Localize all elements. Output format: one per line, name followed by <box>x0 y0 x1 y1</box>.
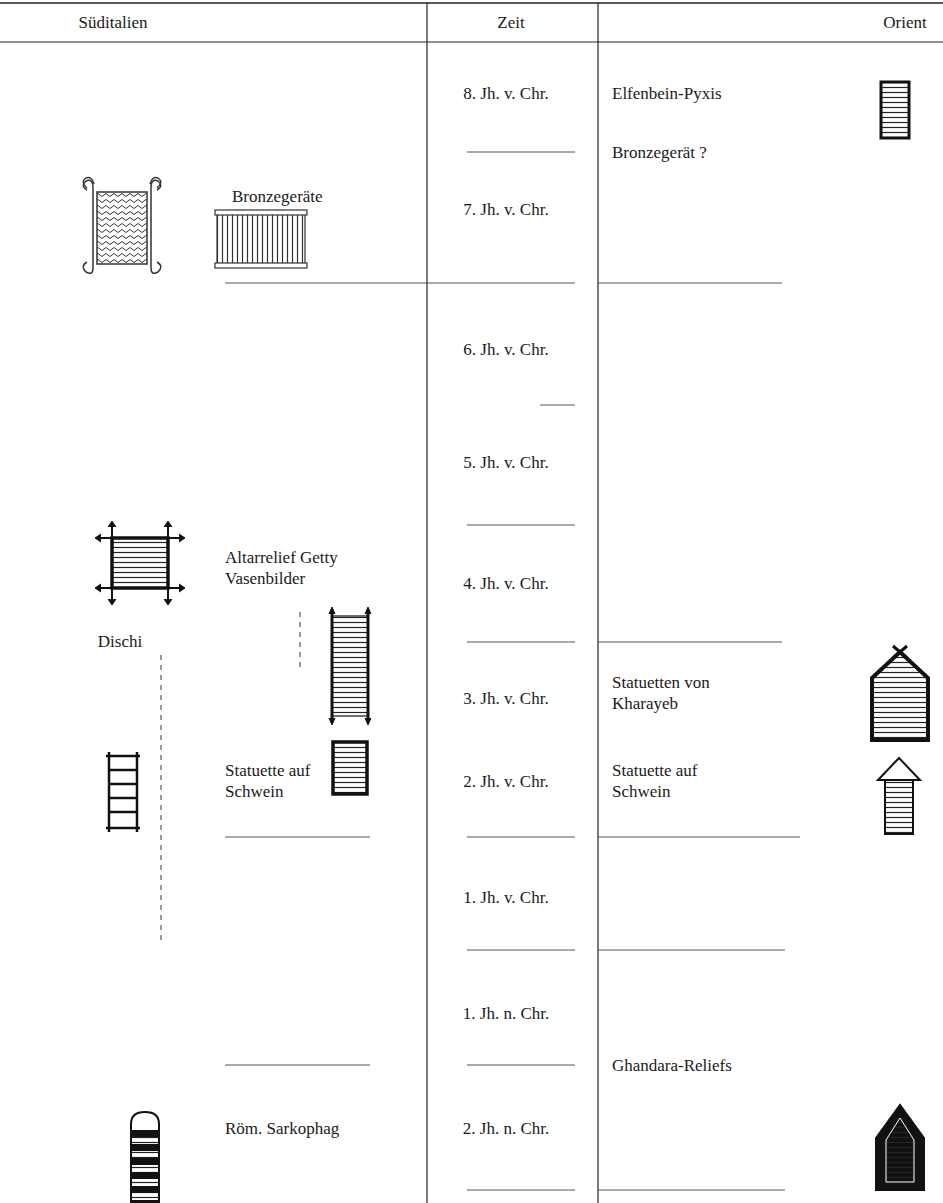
object-label: Statuette auf Schwein <box>225 760 315 802</box>
bronze-grille-icon <box>215 210 307 268</box>
time-separators <box>225 152 800 1190</box>
range-line <box>161 655 162 945</box>
time-label: 2. Jh. v. Chr. <box>463 771 548 792</box>
altar-frame-icon <box>95 521 185 605</box>
object-label: Vasenbilder <box>225 568 305 589</box>
statuette-icon <box>333 742 367 794</box>
kharayeb-house-icon <box>872 646 928 740</box>
time-label: 7. Jh. v. Chr. <box>463 199 548 220</box>
column-line <box>597 3 598 1203</box>
range-line <box>300 612 301 672</box>
sarcophagus-icon <box>131 1112 159 1203</box>
top-rule <box>0 2 943 4</box>
dischi-ladder-icon <box>106 752 140 832</box>
time-label: 3. Jh. v. Chr. <box>463 688 548 709</box>
object-label: Dischi <box>98 631 142 652</box>
object-label: Statuetten von Kharayeb <box>612 672 727 714</box>
time-label: 4. Jh. v. Chr. <box>463 573 548 594</box>
time-label: 8. Jh. v. Chr. <box>463 83 548 104</box>
object-label: Bronzegerät ? <box>612 142 707 163</box>
object-label: Elfenbein-Pyxis <box>612 83 722 104</box>
time-label: 1. Jh. n. Chr. <box>463 1003 549 1024</box>
object-label: Bronzegeräte <box>232 186 323 207</box>
time-label: 2. Jh. n. Chr. <box>463 1118 549 1139</box>
time-label: 1. Jh. v. Chr. <box>463 887 548 908</box>
column-header: Orient <box>883 12 926 33</box>
column-header: Süditalien <box>79 12 148 33</box>
header-rule <box>0 41 943 42</box>
object-label: Statuette auf Schwein <box>612 760 702 802</box>
object-label: Röm. Sarkophag <box>225 1118 339 1139</box>
time-label: 5. Jh. v. Chr. <box>463 452 548 473</box>
ladder-icon <box>329 607 371 725</box>
statuette-arrow-icon <box>878 758 920 834</box>
object-label: Ghandara-Reliefs <box>612 1055 732 1076</box>
ghandara-house-icon <box>876 1105 924 1190</box>
time-label: 6. Jh. v. Chr. <box>463 339 548 360</box>
object-label: Altarrelief Getty <box>225 547 338 568</box>
pyxis-icon <box>881 82 909 138</box>
column-line <box>426 3 427 1203</box>
column-header: Zeit <box>497 12 524 33</box>
bronze-scroll-icon <box>83 178 161 274</box>
